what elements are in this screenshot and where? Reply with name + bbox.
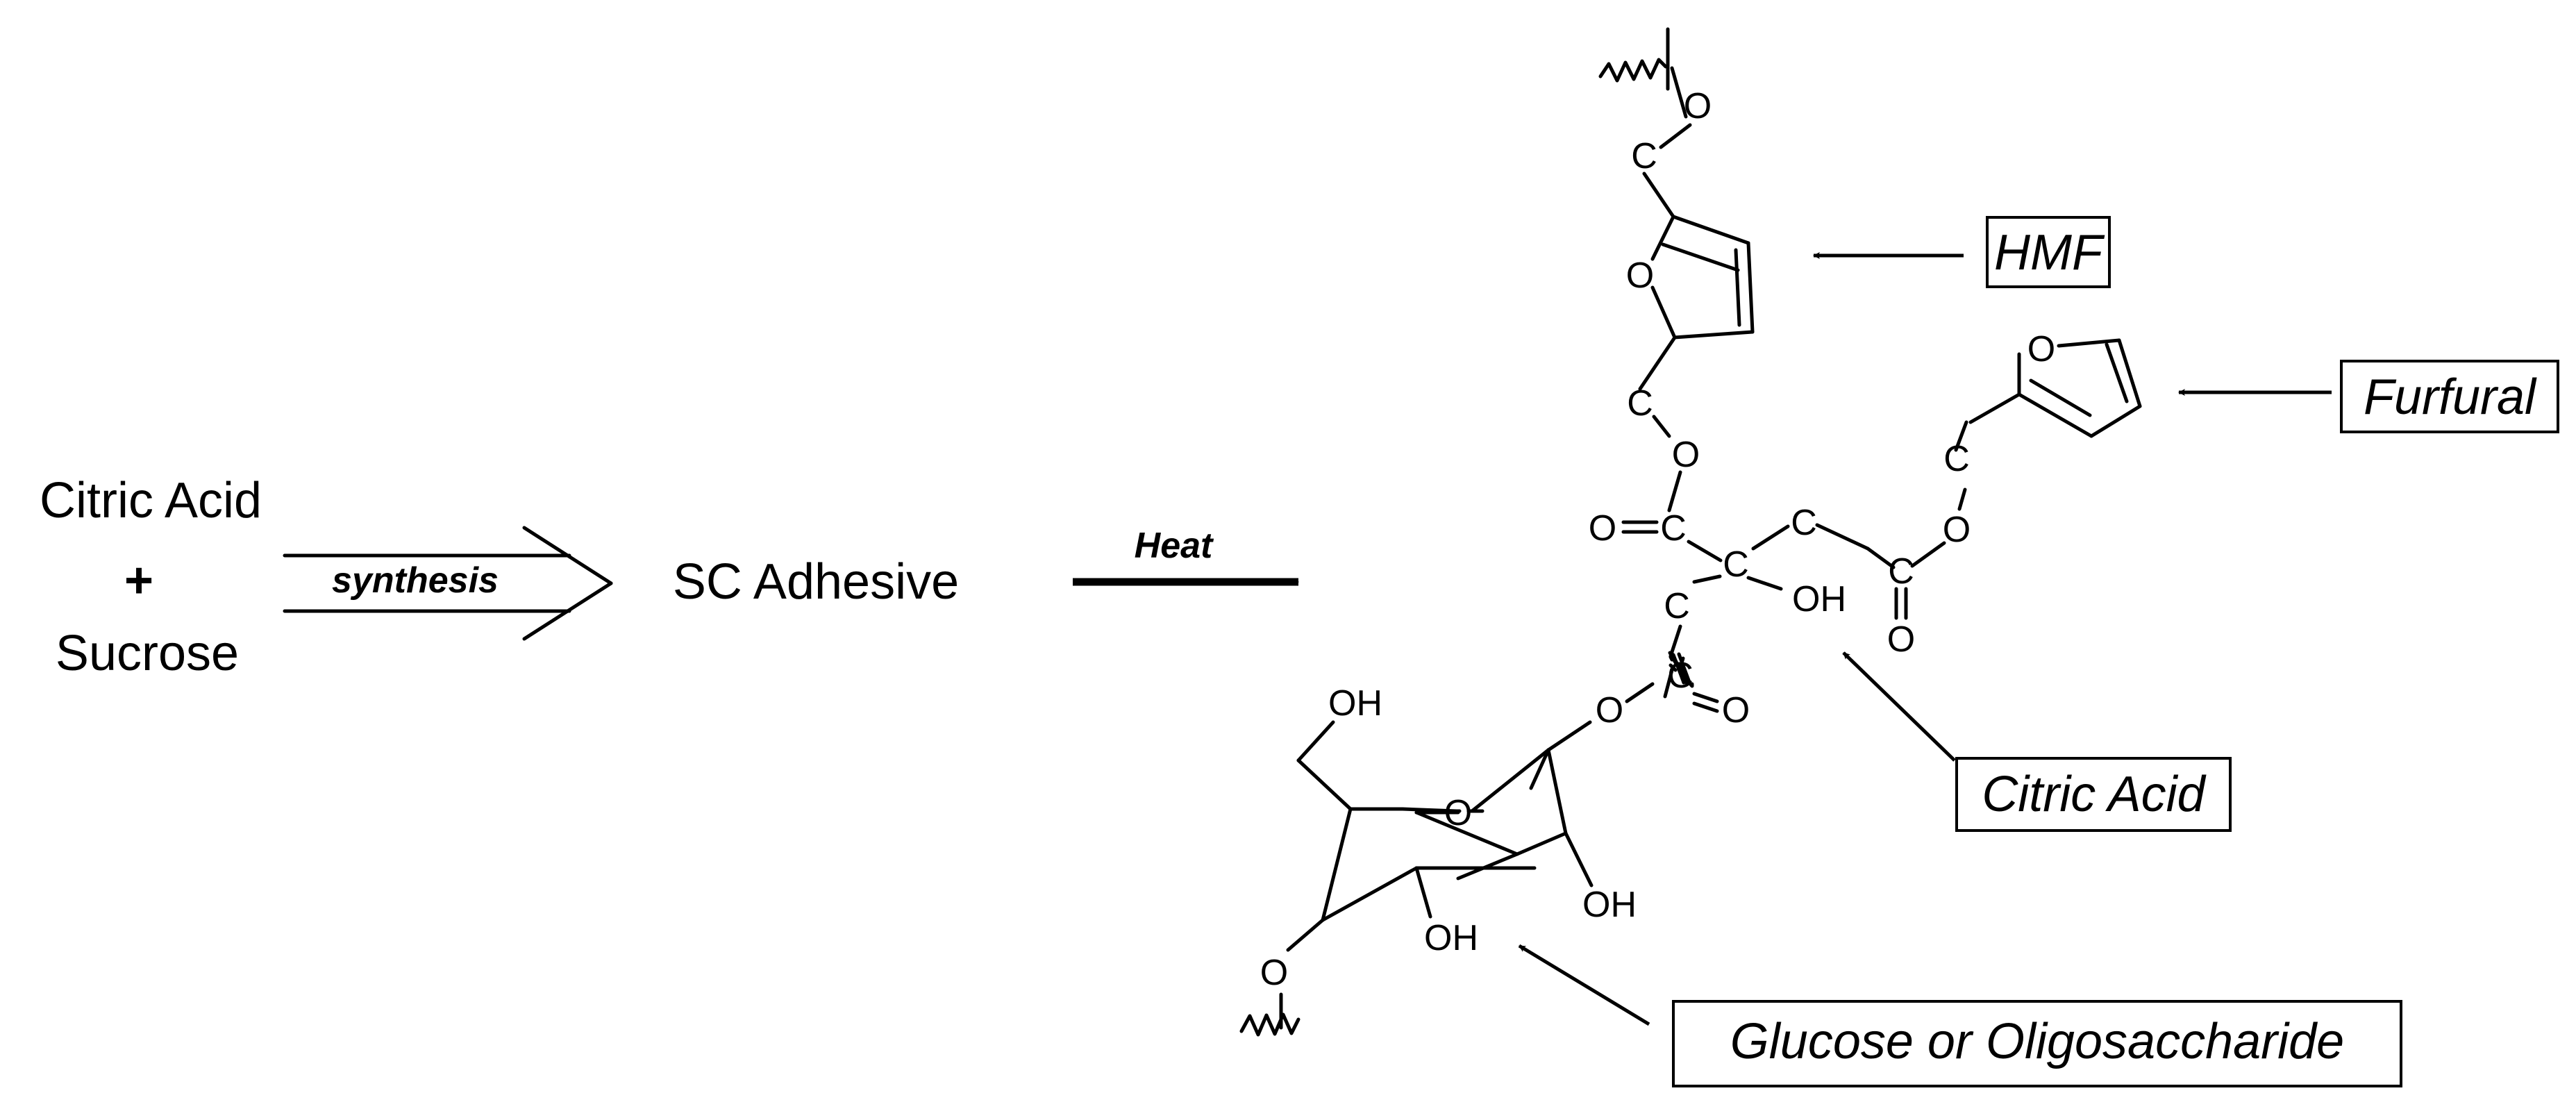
atom-o-sugar-ring: O <box>1444 793 1472 833</box>
atom-c-top: C <box>1631 136 1657 176</box>
callout-hmf: HMF <box>1986 216 2111 288</box>
atom-o-carbonyl-2: O <box>1887 619 1915 660</box>
citric-acid-arrow <box>1842 651 1956 762</box>
atom-oh-central: OH <box>1792 579 1846 619</box>
furfural-box <box>2340 360 2559 433</box>
atom-c-lower: C <box>1664 586 1690 626</box>
atom-o-ester-1: O <box>1672 435 1700 475</box>
callout-arrows <box>1518 252 2332 1026</box>
heat-label: Heat <box>1135 526 1214 566</box>
atom-o-ester-3: O <box>1596 690 1623 731</box>
atom-o-c4: O <box>1260 953 1288 993</box>
hmf-box <box>1986 216 2111 288</box>
furfural-label: Furfural <box>2364 369 2537 425</box>
atom-c-carbonyl-2: C <box>1888 551 1914 592</box>
atom-labels: O C O C O O C C OH C C O O C O C C O O O… <box>1260 86 2055 993</box>
atom-o-top: O <box>1684 86 1712 126</box>
atom-c-ch2: C <box>1791 503 1817 543</box>
atom-o-carbonyl-1: O <box>1589 508 1616 549</box>
atom-oh-ch2oh: OH <box>1328 683 1382 724</box>
reactant-citric-acid: Citric Acid <box>40 473 262 528</box>
product-sc-adhesive: SC Adhesive <box>673 554 959 610</box>
atom-o-furfural-ring: O <box>2027 329 2055 369</box>
callout-glucose: Glucose or Oligosaccharide <box>1672 1000 2402 1087</box>
atom-oh-c2: OH <box>1582 885 1637 925</box>
atom-c-carbonyl-1: C <box>1660 508 1687 549</box>
synthesis-label: synthesis <box>332 560 499 601</box>
citric-acid-box <box>1955 757 2232 832</box>
atom-c-furfural-link: C <box>1943 439 1970 479</box>
plus-sign: + <box>124 553 153 608</box>
citric-acid-label: Citric Acid <box>1982 767 2206 822</box>
atom-c-carbonyl-3: C <box>1667 656 1693 696</box>
atom-c-hmf-link: C <box>1627 383 1653 424</box>
atom-c-central: C <box>1723 544 1749 585</box>
hmf-label: HMF <box>1994 225 2105 281</box>
reactant-sucrose: Sucrose <box>56 626 239 681</box>
atom-o-carbonyl-3: O <box>1722 690 1750 731</box>
callout-citric-acid: Citric Acid <box>1955 757 2232 832</box>
glucose-label: Glucose or Oligosaccharide <box>1730 1014 2344 1069</box>
structure-bonds <box>1239 27 2142 1037</box>
callout-furfural: Furfural <box>2340 360 2559 433</box>
synthesis-arrow <box>283 526 613 641</box>
glucose-arrow <box>1518 944 1650 1026</box>
atom-o-hmf-ring: O <box>1626 256 1654 296</box>
glucose-box <box>1672 1000 2402 1087</box>
atom-oh-c3: OH <box>1424 918 1478 958</box>
atom-o-ester-2: O <box>1943 510 1971 550</box>
